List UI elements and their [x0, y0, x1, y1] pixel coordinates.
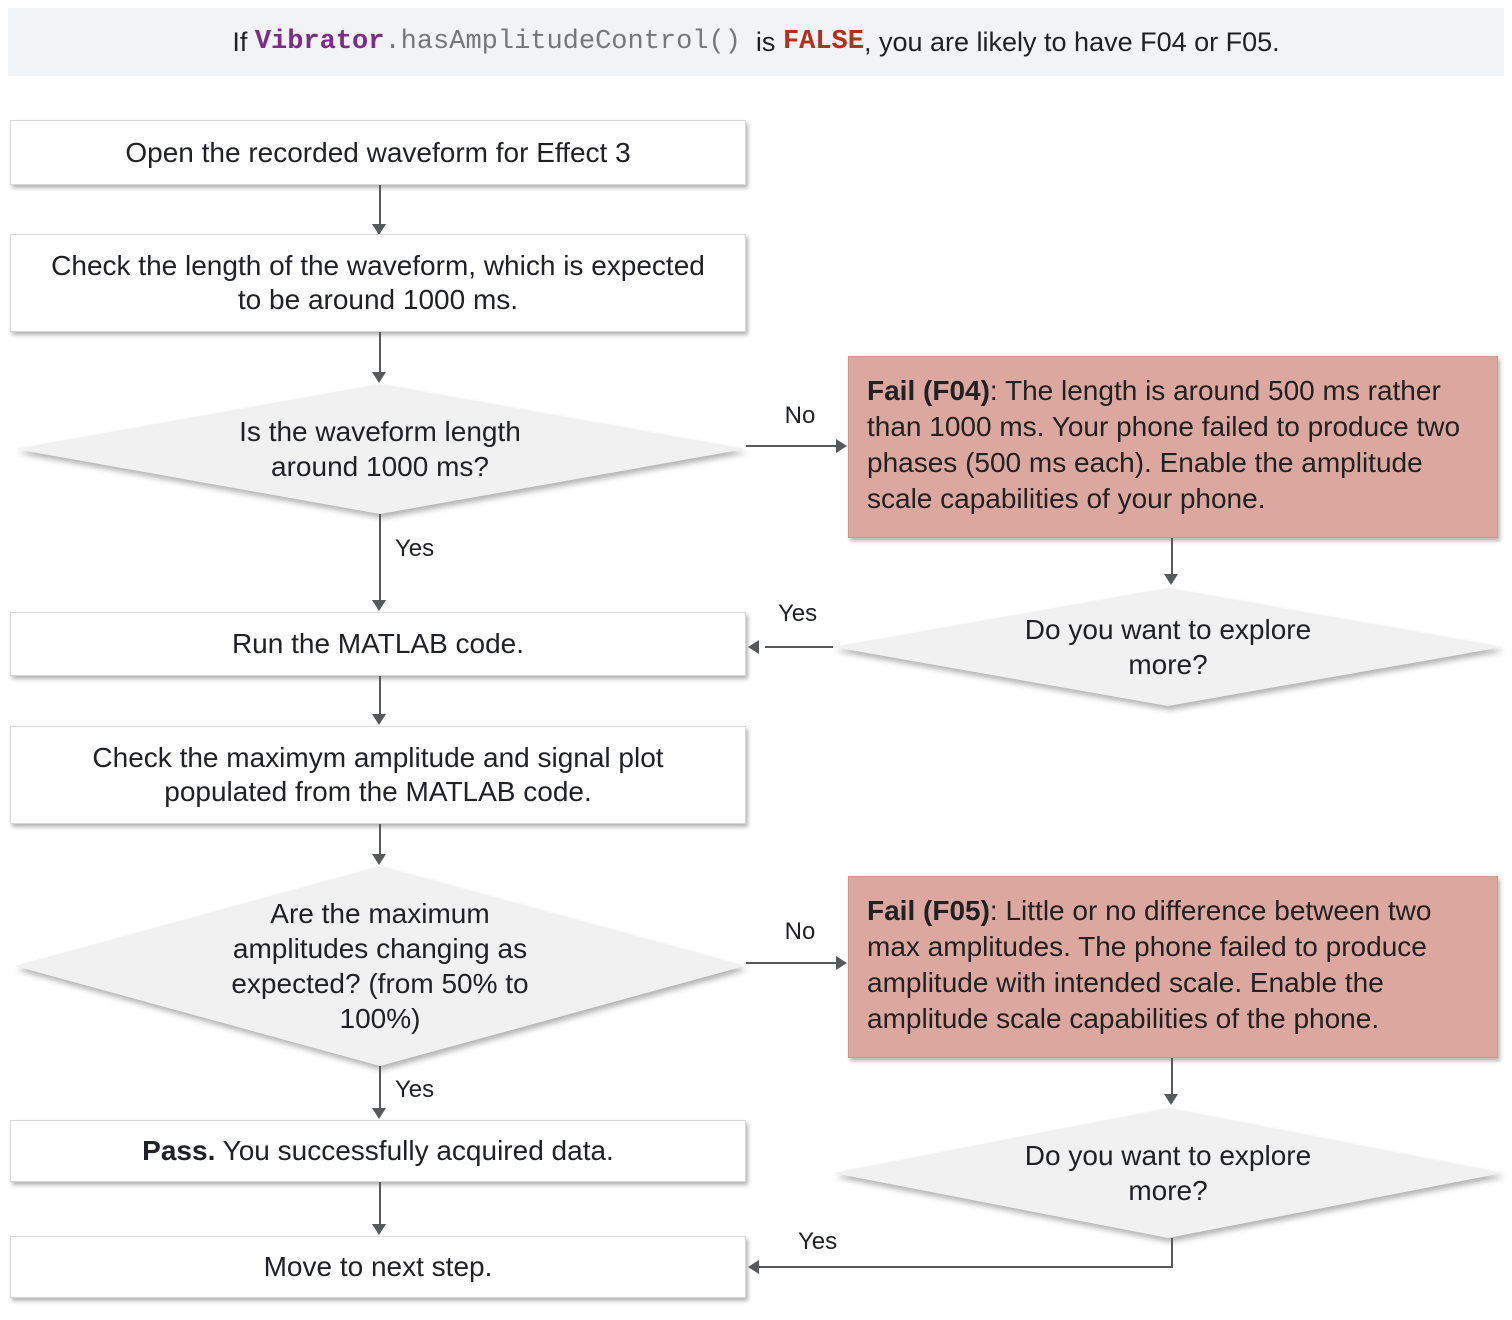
fail-f05-box: Fail (F05): Little or no difference betw… [848, 876, 1498, 1058]
arrowhead-f05-to-explore2 [1164, 1094, 1178, 1105]
step-run-matlab: Run the MATLAB code. [10, 612, 746, 676]
decision-explore-2: Do you want to explore more? [833, 1108, 1503, 1238]
step-run-matlab-label: Run the MATLAB code. [231, 628, 525, 659]
arrowhead-decision1-no [836, 439, 847, 453]
connector-check-to-decision1 [379, 332, 381, 372]
banner-code-method: .hasAmplitudeControl() [384, 27, 741, 57]
step-check-length: Check the length of the waveform, which … [10, 234, 746, 332]
step-move-next-label: Move to next step. [263, 1251, 493, 1282]
arrowhead-run-to-checkamp [372, 714, 386, 725]
connector-run-to-checkamp [379, 676, 381, 714]
decision-explore-2-label: Do you want to explore more? [1024, 1140, 1312, 1206]
step-check-length-label: Check the length of the waveform, which … [51, 250, 705, 315]
connector-f04-to-explore1 [1171, 538, 1173, 574]
edge-label-yes-1: Yes [395, 535, 435, 562]
arrowhead-pass-to-move [372, 1224, 386, 1235]
connector-explore2-yes-vertical [1171, 1238, 1173, 1266]
decision-amplitude-change-label: Are the maximum amplitudes changing as e… [231, 898, 529, 1034]
connector-decision2-yes [379, 1066, 381, 1108]
edge-label-yes-2: Yes [395, 1076, 435, 1103]
decision-explore-1: Do you want to explore more? [833, 588, 1503, 706]
arrowhead-decision2-no [836, 956, 847, 970]
step-open-waveform-label: Open the recorded waveform for Effect 3 [125, 136, 631, 168]
edge-label-yes-explore2: Yes [798, 1228, 838, 1255]
connector-explore2-yes-horizontal [759, 1266, 1173, 1268]
decision-waveform-length: Is the waveform length around 1000 ms? [15, 384, 745, 514]
connector-decision2-no [746, 962, 838, 964]
edge-label-no-2: No [784, 918, 816, 945]
decision-explore-1-label: Do you want to explore more? [1024, 614, 1312, 680]
step-pass: Pass. You successfully acquired data. [10, 1120, 746, 1182]
arrowhead-check-to-decision1 [372, 372, 386, 383]
arrowhead-open-to-check [372, 224, 386, 235]
connector-f05-to-explore2 [1171, 1058, 1173, 1094]
banner-text-is: is [740, 26, 783, 57]
connector-decision1-no [746, 445, 838, 447]
arrowhead-explore2-yes [748, 1260, 759, 1274]
arrowhead-f04-to-explore1 [1164, 574, 1178, 585]
connector-decision1-yes [379, 514, 381, 600]
fail-f05-text: : Little or no difference between two ma… [867, 895, 1432, 1034]
fail-f04-text: : The length is around 500 ms rather tha… [867, 375, 1461, 514]
connector-pass-to-move [379, 1182, 381, 1224]
step-move-next: Move to next step. [10, 1236, 746, 1298]
banner-code-false: FALSE [782, 27, 864, 57]
fail-f04-box: Fail (F04): The length is around 500 ms … [848, 356, 1498, 538]
edge-label-no-1: No [784, 402, 816, 429]
step-check-amplitude: Check the maximym amplitude and signal p… [10, 726, 746, 824]
arrowhead-explore1-yes [748, 640, 759, 654]
banner-text-rest: , you are likely to have F04 or F05. [863, 26, 1280, 57]
banner-code-class: Vibrator [254, 27, 385, 57]
decision-waveform-length-label: Is the waveform length around 1000 ms? [239, 416, 521, 482]
step-check-amplitude-label: Check the maximym amplitude and signal p… [92, 742, 664, 807]
step-open-waveform: Open the recorded waveform for Effect 3 [10, 120, 746, 185]
edge-label-yes-explore1: Yes [778, 600, 818, 627]
connector-checkamp-to-decision2 [379, 824, 381, 854]
arrowhead-decision2-yes [372, 1108, 386, 1119]
banner-text-if: If [232, 26, 255, 57]
arrowhead-decision1-yes [372, 600, 386, 611]
fail-f04-title: Fail (F04) [867, 375, 990, 406]
step-pass-bold: Pass. [142, 1135, 216, 1166]
banner: If Vibrator.hasAmplitudeControl() is FAL… [8, 8, 1504, 76]
step-pass-rest: You successfully acquired data. [215, 1135, 614, 1166]
decision-amplitude-change: Are the maximum amplitudes changing as e… [15, 866, 745, 1066]
step-pass-label: Pass. You successfully acquired data. [142, 1134, 614, 1168]
connector-open-to-check [379, 185, 381, 226]
arrowhead-checkamp-to-decision2 [372, 854, 386, 865]
fail-f05-title: Fail (F05) [867, 895, 990, 926]
connector-explore1-yes [765, 646, 833, 648]
